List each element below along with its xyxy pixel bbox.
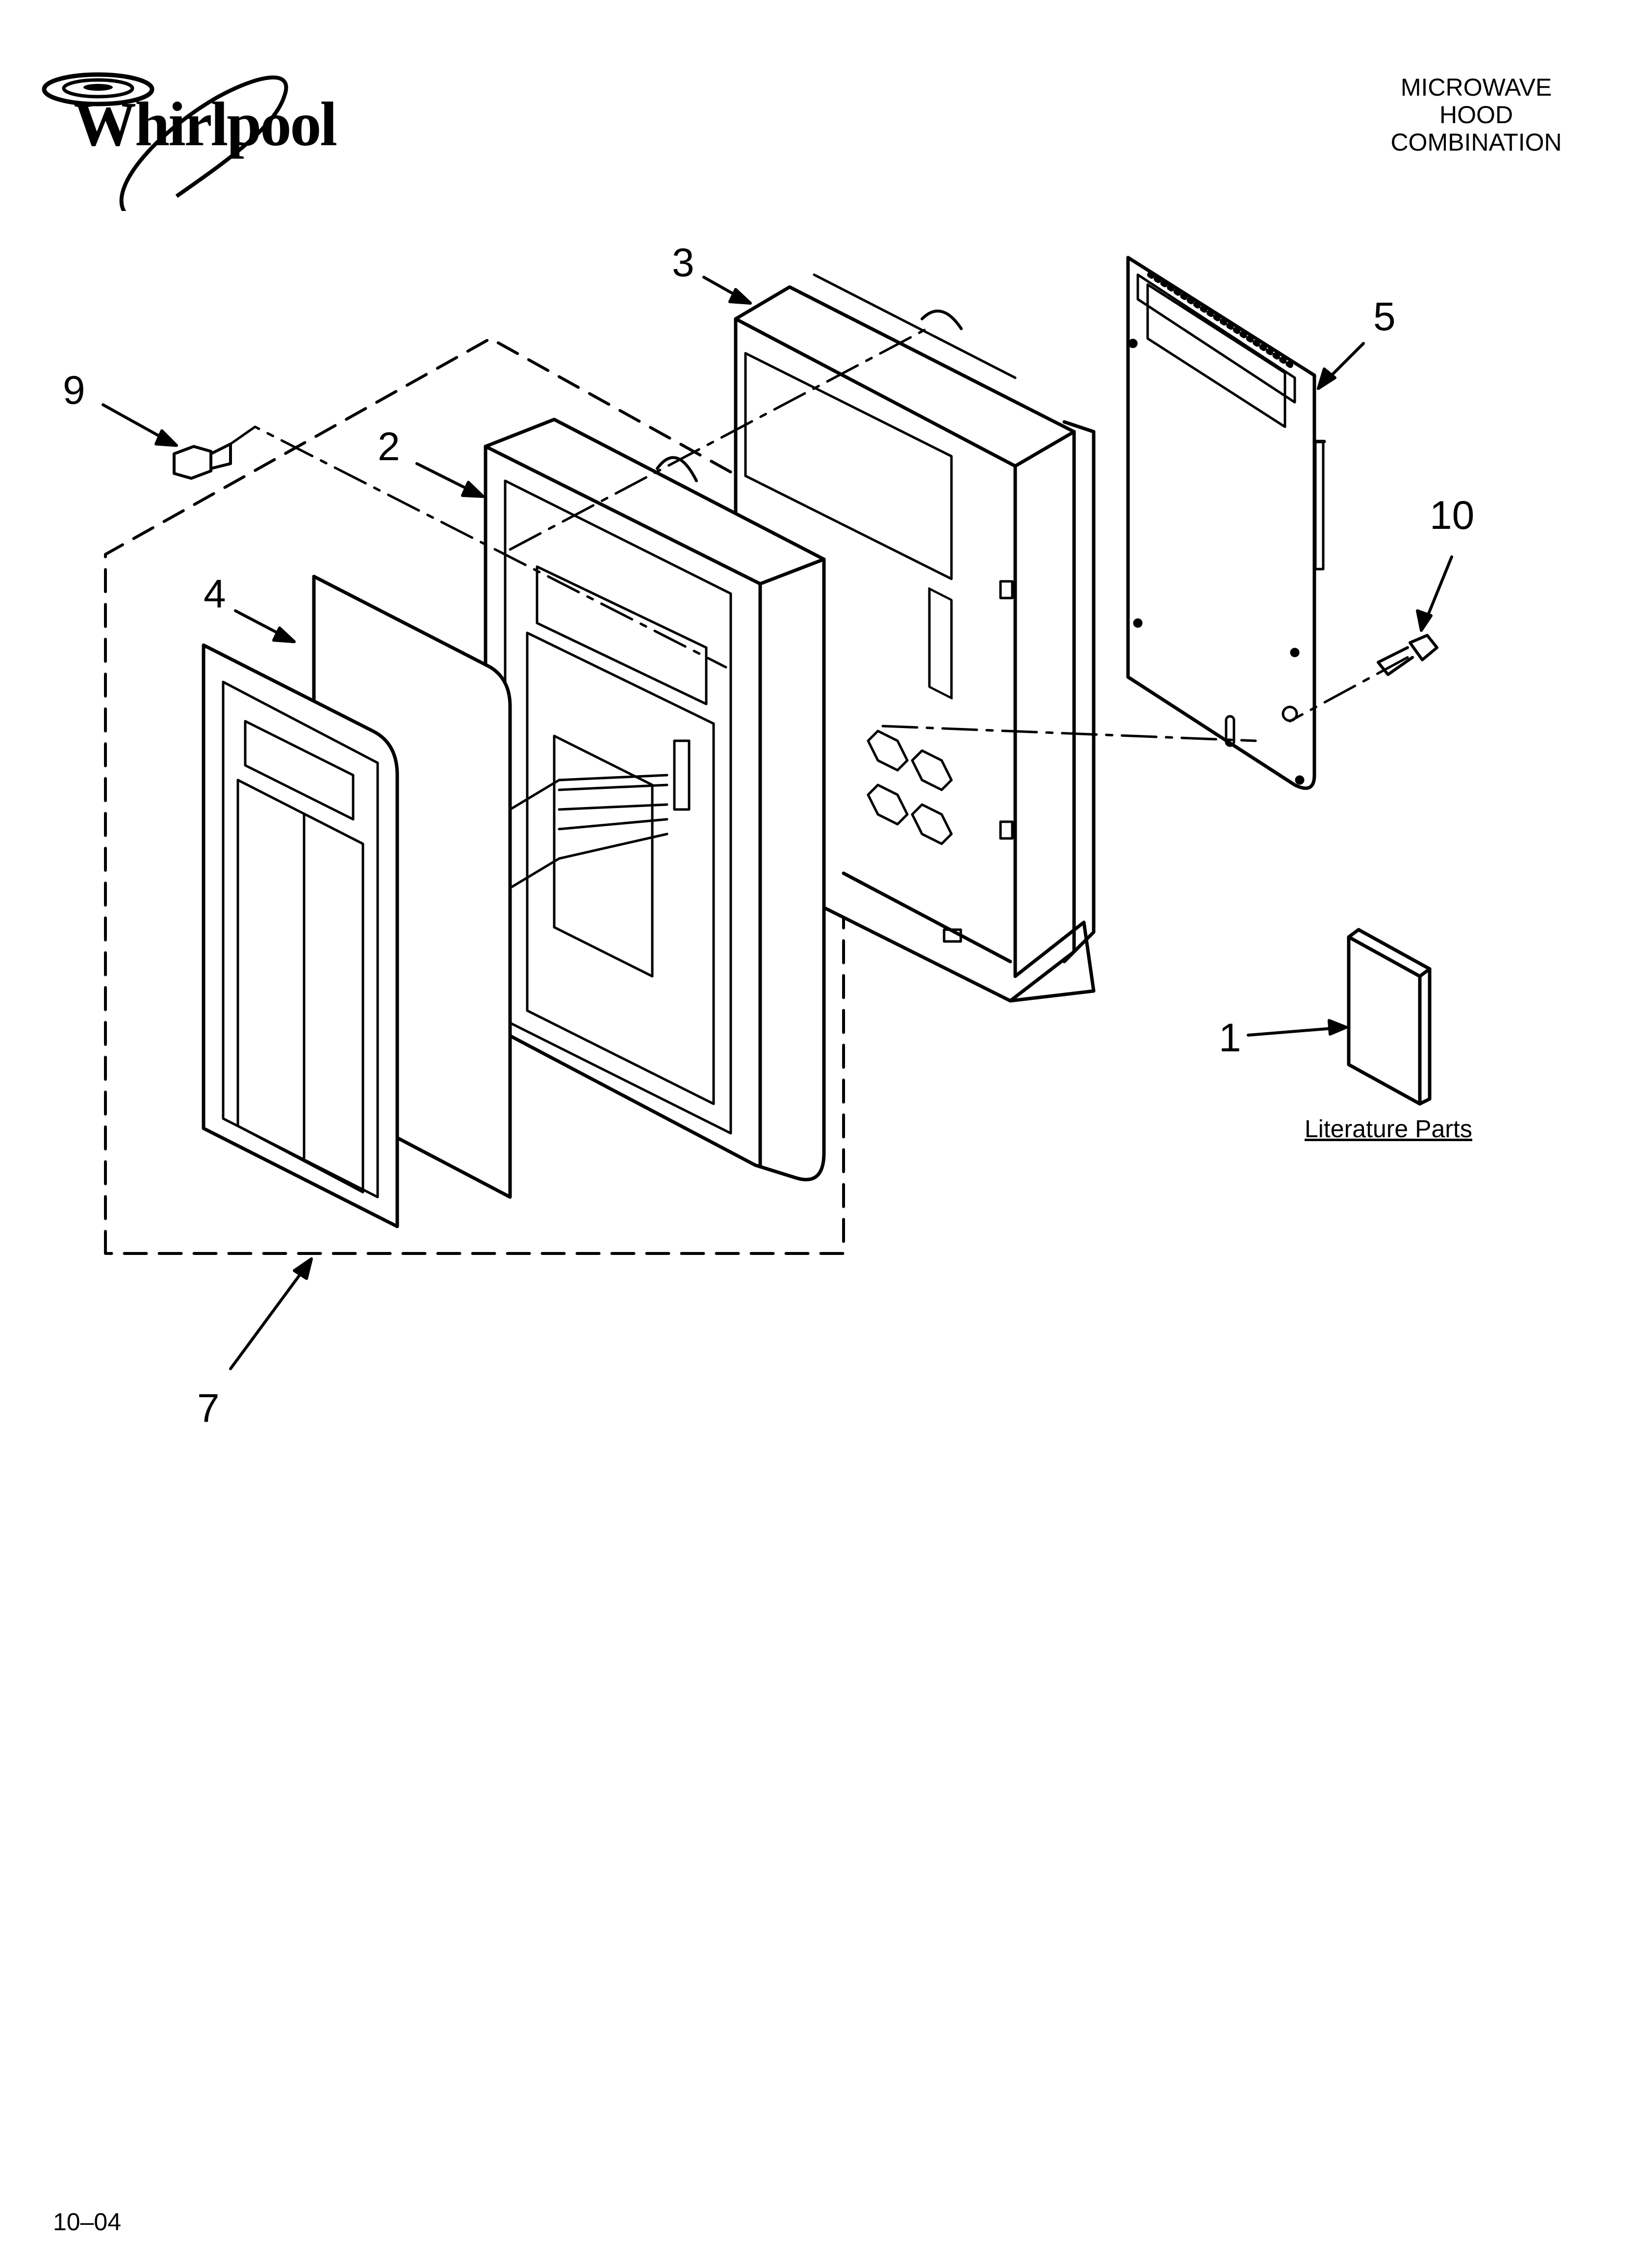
alignment-lines [229, 327, 1409, 742]
whirlpool-swirl-icon [42, 72, 288, 217]
part-3-vent-cutouts [867, 730, 953, 845]
callout-2: 2 [378, 424, 400, 469]
callout-3: 3 [672, 240, 694, 285]
part-7-keypad-overlay [202, 643, 399, 1228]
part-10-screw [1377, 634, 1438, 676]
literature-parts-label: Literature Parts [1305, 1115, 1472, 1143]
callout-9: 9 [63, 368, 85, 413]
ribbon-cable [509, 774, 668, 889]
leader-arrows [102, 276, 1453, 1370]
callout-10: 10 [1430, 493, 1475, 538]
callout-7: 7 [197, 1386, 220, 1431]
part-2-control-panel-frame [484, 417, 826, 1181]
product-line-3: COMBINATION [1390, 129, 1562, 156]
part-7-assembly-boundary [104, 337, 845, 1255]
brand-name: Whirlpool [74, 89, 337, 159]
product-line-2: HOOD [1439, 101, 1513, 129]
part-5-control-board [1126, 256, 1326, 790]
callout-1: 1 [1219, 1016, 1241, 1060]
callout-5: 5 [1373, 294, 1396, 339]
part-9-screw [173, 443, 232, 480]
footer-date-code: 10–04 [53, 2208, 122, 2236]
callout-4: 4 [204, 572, 226, 616]
product-title: MICROWAVE HOOD COMBINATION [1373, 74, 1579, 156]
whirlpool-logo [29, 49, 334, 217]
part-1-literature-booklet [1347, 928, 1432, 1106]
product-line-1: MICROWAVE [1400, 74, 1552, 101]
